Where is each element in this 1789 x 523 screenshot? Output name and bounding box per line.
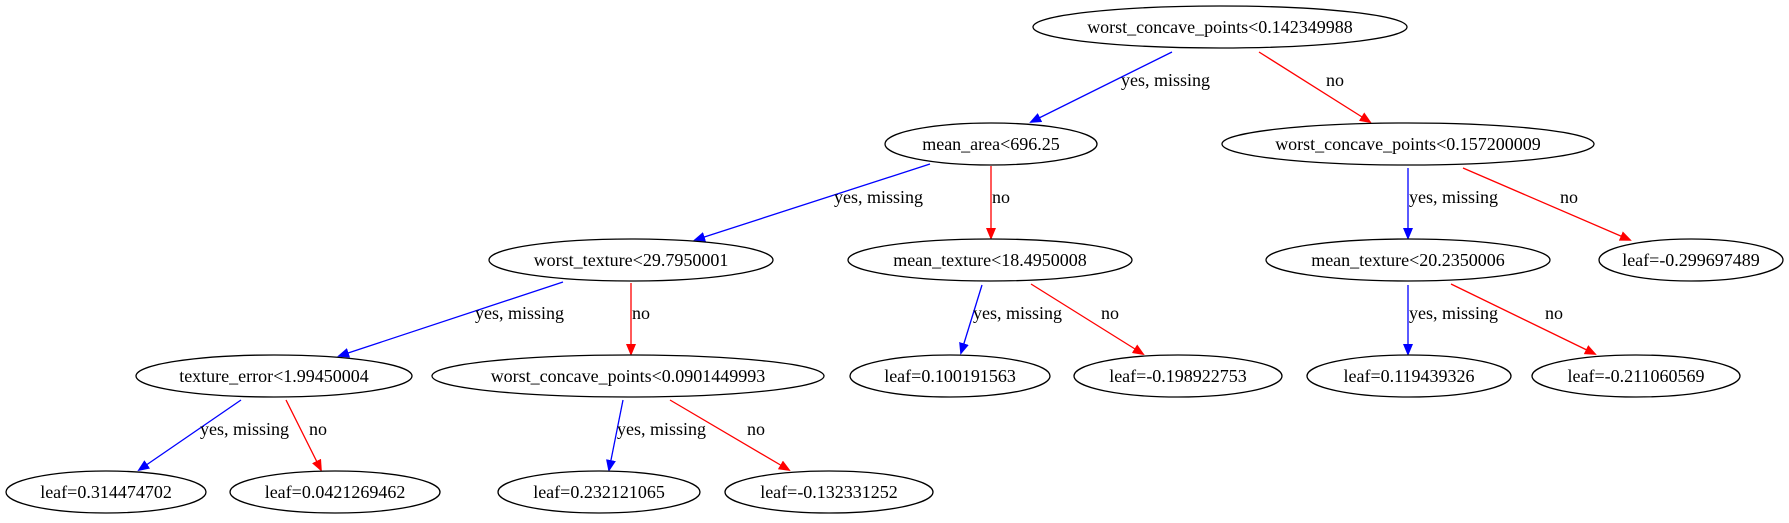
- node-ellipse: [1598, 238, 1784, 282]
- node-label: worst_concave_points<0.142349988: [1087, 17, 1353, 37]
- edge-line-yes: [693, 163, 931, 242]
- leaf-node-n12: leaf=-0.211060569: [1531, 354, 1741, 398]
- edge-label-no: no: [309, 419, 327, 439]
- edge-label-yes: yes, missing: [475, 303, 564, 323]
- node-ellipse: [1221, 122, 1595, 166]
- edge-label-no: no: [747, 419, 765, 439]
- edge-line-no: [285, 399, 322, 472]
- node-label: worst_concave_points<0.0901449993: [491, 366, 766, 386]
- edge-no-n5-n12: no: [1450, 283, 1597, 355]
- node-label: mean_area<696.25: [922, 134, 1060, 154]
- edge-label-yes: yes, missing: [617, 419, 706, 439]
- node-label: texture_error<1.99450004: [179, 366, 369, 386]
- node-ellipse: [497, 470, 701, 514]
- edge-yes-n7-n13: yes, missing: [137, 399, 289, 472]
- leaf-node-n16: leaf=-0.132331252: [724, 470, 934, 514]
- edge-label-no: no: [1101, 303, 1119, 323]
- edge-label-yes: yes, missing: [1409, 303, 1498, 323]
- split-node-n7: texture_error<1.99450004: [135, 354, 413, 398]
- edge-line-no: [1462, 167, 1632, 241]
- node-label: leaf=0.0421269462: [265, 482, 406, 502]
- node-label: leaf=-0.299697489: [1622, 250, 1760, 270]
- node-ellipse: [849, 354, 1051, 398]
- node-ellipse: [5, 470, 207, 514]
- edge-yes-n4-n9: yes, missing: [959, 284, 1062, 355]
- leaf-node-n9: leaf=0.100191563: [849, 354, 1051, 398]
- node-ellipse: [488, 238, 774, 282]
- edge-yes-n1-n3: yes, missing: [693, 163, 931, 242]
- node-label: mean_texture<18.4950008: [893, 250, 1087, 270]
- node-label: leaf=0.119439326: [1344, 366, 1475, 386]
- node-ellipse: [1032, 5, 1408, 49]
- node-label: leaf=-0.198922753: [1109, 366, 1247, 386]
- edge-yes-n5-n11: yes, missing: [1403, 285, 1498, 356]
- edge-label-yes: yes, missing: [834, 187, 923, 207]
- leaf-node-n13: leaf=0.314474702: [5, 470, 207, 514]
- edge-no-n7-n14: no: [285, 399, 327, 472]
- split-node-n3: worst_texture<29.7950001: [488, 238, 774, 282]
- edge-no-n0-n2: no: [1258, 51, 1372, 124]
- edge-label-no: no: [1560, 187, 1578, 207]
- edge-line-no: [669, 399, 791, 472]
- edge-yes-n3-n7: yes, missing: [337, 281, 564, 358]
- edge-line-yes: [1029, 51, 1173, 123]
- node-label: worst_texture<29.7950001: [534, 250, 729, 270]
- leaf-node-n11: leaf=0.119439326: [1306, 354, 1512, 398]
- node-ellipse: [1531, 354, 1741, 398]
- node-ellipse: [1306, 354, 1512, 398]
- edges-layer: yes, missing no yes, missing no yes, missing…: [137, 51, 1632, 472]
- edge-no-n8-n16: no: [669, 399, 791, 472]
- nodes-layer: worst_concave_points<0.142349988 mean_are…: [5, 5, 1784, 514]
- node-ellipse: [431, 354, 825, 398]
- edge-no-n3-n8: no: [626, 283, 650, 356]
- node-label: leaf=0.100191563: [884, 366, 1016, 386]
- node-label: leaf=-0.132331252: [760, 482, 898, 502]
- node-ellipse: [1265, 238, 1551, 282]
- node-ellipse: [847, 238, 1133, 282]
- edge-line-no: [1030, 283, 1145, 356]
- edge-label-no: no: [1326, 70, 1344, 90]
- node-label: worst_concave_points<0.157200009: [1275, 134, 1541, 154]
- node-label: leaf=-0.211060569: [1568, 366, 1705, 386]
- split-node-n8: worst_concave_points<0.0901449993: [431, 354, 825, 398]
- edge-yes-n0-n1: yes, missing: [1029, 51, 1210, 123]
- edge-line-no: [1258, 51, 1372, 124]
- edge-label-no: no: [1545, 303, 1563, 323]
- leaf-node-n10: leaf=-0.198922753: [1073, 354, 1283, 398]
- split-node-n4: mean_texture<18.4950008: [847, 238, 1133, 282]
- node-ellipse: [135, 354, 413, 398]
- edge-yes-n8-n15: yes, missing: [606, 399, 706, 472]
- split-node-n5: mean_texture<20.2350006: [1265, 238, 1551, 282]
- edge-label-no: no: [632, 303, 650, 323]
- edge-no-n2-n6: no: [1462, 167, 1632, 241]
- node-ellipse: [884, 122, 1098, 166]
- node-ellipse: [229, 470, 441, 514]
- edge-label-yes: yes, missing: [1409, 187, 1498, 207]
- edge-line-yes: [137, 399, 242, 472]
- leaf-node-n14: leaf=0.0421269462: [229, 470, 441, 514]
- edge-no-n1-n4: no: [986, 166, 1010, 240]
- node-label: leaf=0.314474702: [40, 482, 172, 502]
- split-node-n0: worst_concave_points<0.142349988: [1032, 5, 1408, 49]
- edge-line-no: [1450, 283, 1597, 355]
- edge-line-yes: [959, 284, 983, 355]
- split-node-n1: mean_area<696.25: [884, 122, 1098, 166]
- node-label: leaf=0.232121065: [533, 482, 665, 502]
- split-node-n2: worst_concave_points<0.157200009: [1221, 122, 1595, 166]
- node-label: mean_texture<20.2350006: [1311, 250, 1505, 270]
- edge-line-yes: [337, 281, 564, 358]
- edge-yes-n2-n5: yes, missing: [1403, 168, 1498, 240]
- edge-label-no: no: [992, 187, 1010, 207]
- edge-label-yes: yes, missing: [200, 419, 289, 439]
- edge-line-yes: [606, 399, 624, 472]
- node-ellipse: [724, 470, 934, 514]
- edge-label-yes: yes, missing: [1121, 70, 1210, 90]
- leaf-node-n6: leaf=-0.299697489: [1598, 238, 1784, 282]
- edge-label-yes: yes, missing: [973, 303, 1062, 323]
- leaf-node-n15: leaf=0.232121065: [497, 470, 701, 514]
- edge-no-n4-n10: no: [1030, 283, 1145, 356]
- node-ellipse: [1073, 354, 1283, 398]
